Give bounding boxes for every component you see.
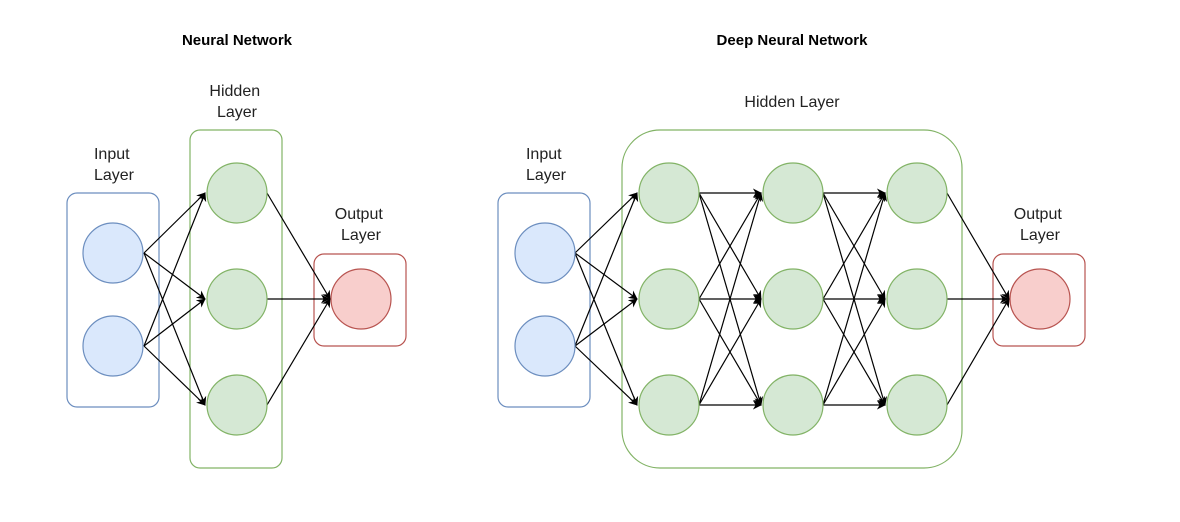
output-node — [1009, 268, 1071, 330]
hidden-node — [886, 162, 948, 224]
edge — [266, 298, 331, 406]
edge — [822, 192, 886, 300]
edge — [143, 298, 206, 347]
hidden-node — [638, 268, 700, 330]
shallow-hidden-layer-label: Hidden Layer — [209, 83, 264, 121]
shallow-output-layer-label: Output Layer — [335, 206, 387, 244]
edge — [143, 345, 206, 406]
edge — [143, 252, 207, 406]
hidden-node — [638, 374, 700, 436]
shallow-output-layer-box — [313, 253, 407, 347]
shallow-network: Neural Network Input Layer Hidden Layer … — [66, 32, 407, 469]
deep-hidden-layer-label: Hidden Layer — [744, 94, 840, 111]
edge — [574, 192, 638, 254]
shallow-edges — [143, 192, 331, 406]
hidden-node — [762, 268, 824, 330]
deep-input-layer-box — [497, 192, 591, 408]
output-node — [330, 268, 392, 330]
input-node — [514, 315, 576, 377]
hidden-node — [206, 374, 268, 436]
deep-output-layer-box — [992, 253, 1086, 347]
edge — [698, 192, 764, 406]
edge — [822, 298, 886, 406]
deep-network: Deep Neural Network Input Layer Hidden L… — [497, 32, 1086, 469]
edge — [946, 192, 1010, 300]
edge — [574, 252, 639, 406]
edge — [266, 192, 331, 300]
edge — [574, 298, 638, 347]
deep-edges — [574, 188, 1010, 410]
input-node — [82, 315, 144, 377]
edge — [822, 192, 888, 406]
deep-input-layer-label: Input Layer — [526, 146, 567, 184]
edge — [574, 252, 638, 300]
hidden-node — [762, 162, 824, 224]
edge — [143, 192, 206, 254]
hidden-node — [638, 162, 700, 224]
shallow-network-title: Neural Network — [182, 32, 293, 49]
deep-output-layer-label: Output Layer — [1014, 206, 1066, 244]
edge — [698, 298, 762, 406]
edge — [574, 345, 638, 406]
hidden-node — [206, 162, 268, 224]
shallow-input-layer-box — [66, 192, 160, 408]
edge — [946, 298, 1010, 406]
hidden-node — [206, 268, 268, 330]
edge — [143, 192, 207, 347]
hidden-node — [886, 268, 948, 330]
input-node — [82, 222, 144, 284]
input-node — [514, 222, 576, 284]
hidden-node — [762, 374, 824, 436]
edge — [574, 192, 639, 347]
hidden-node — [886, 374, 948, 436]
deep-network-title: Deep Neural Network — [717, 32, 869, 49]
shallow-input-layer-label: Input Layer — [94, 146, 135, 184]
edge — [698, 192, 762, 300]
edge — [143, 252, 206, 300]
